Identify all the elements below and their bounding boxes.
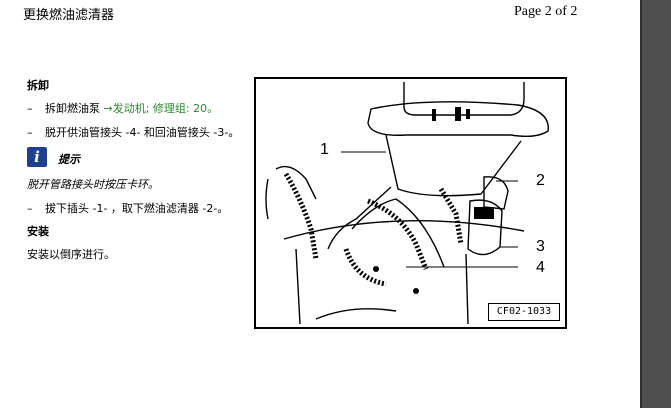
- removal-step-3: –拔下插头 -1- ，取下燃油滤清器 -2-。: [27, 200, 228, 216]
- step-1-suffix: 。: [207, 102, 219, 115]
- callout-4: 4: [536, 259, 545, 276]
- figure-code: CF02-1033: [488, 303, 560, 321]
- step-1-text: 拆卸燃油泵: [45, 102, 100, 115]
- bullet-dash: –: [27, 126, 33, 139]
- removal-heading: 拆卸: [27, 79, 49, 92]
- document-page: 更换燃油滤清器 Page 2 of 2 拆卸 –拆卸燃油泵 →发动机; 修理组:…: [0, 0, 640, 408]
- fuel-pump-illustration: [265, 82, 549, 325]
- callout-3: 3: [536, 238, 545, 255]
- removal-step-1: –拆卸燃油泵 →发动机; 修理组: 20。: [27, 100, 218, 116]
- removal-step-2: –脱开供油管接头 -4- 和回油管接头 -3-。: [27, 124, 239, 140]
- page-indicator: Page 2 of 2: [514, 4, 578, 19]
- install-heading: 安装: [27, 225, 49, 238]
- repair-group-link[interactable]: →发动机; 修理组: 20: [103, 102, 208, 115]
- bullet-dash: –: [27, 102, 33, 115]
- callout-1: 1: [320, 141, 329, 158]
- install-text: 安装以倒序进行。: [27, 248, 115, 261]
- document-title: 更换燃油滤清器: [23, 8, 115, 23]
- note-label: 提示: [58, 153, 80, 166]
- step-3-text: 拔下插头 -1- ，取下燃油滤清器 -2-。: [45, 202, 229, 215]
- bullet-dash: –: [27, 202, 33, 215]
- fuel-filter-diagram: 1 2 3 4 CF02-1033: [254, 77, 567, 329]
- callout-2: 2: [536, 172, 545, 189]
- note-text: 脱开管路接头时按压卡环。: [27, 178, 159, 191]
- step-2-text: 脱开供油管接头 -4- 和回油管接头 -3-。: [45, 126, 240, 139]
- info-icon: i: [27, 147, 47, 167]
- viewer-side-panel: [640, 0, 671, 408]
